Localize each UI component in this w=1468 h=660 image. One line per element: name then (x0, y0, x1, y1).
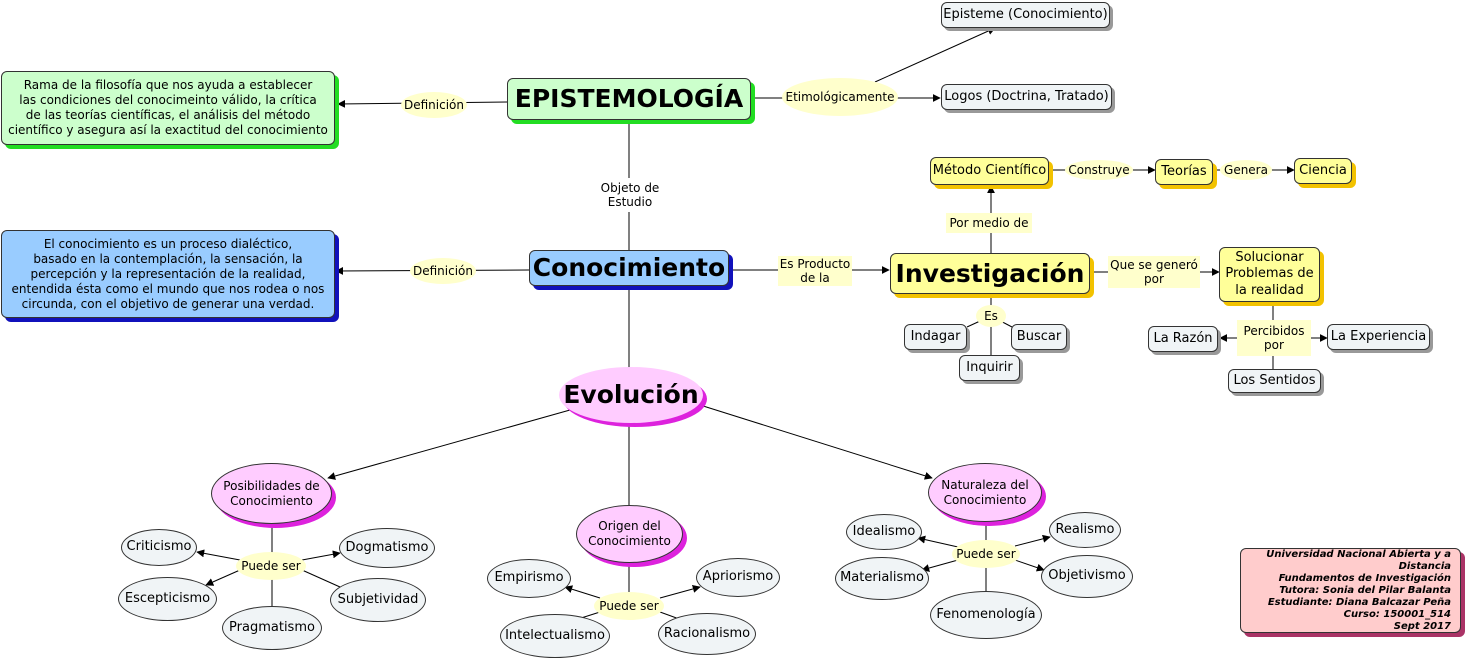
link-label-puede-ser: Puede ser (594, 592, 664, 620)
node-metodo-cientifico[interactable]: Método Científico (930, 157, 1049, 185)
link-label-etimologicamente: Etimológicamente (782, 78, 898, 116)
link-label-que-se-genero: Que se generó por (1108, 256, 1200, 288)
credits-box: Universidad Nacional Abierta y a Distanc… (1240, 548, 1461, 633)
node-logos[interactable]: Logos (Doctrina, Tratado) (941, 84, 1112, 110)
node-idealismo[interactable]: Idealismo (846, 514, 922, 550)
node-materialismo[interactable]: Materialismo (835, 557, 929, 600)
node-origen-conocimiento[interactable]: Origen del Conocimiento (576, 505, 683, 563)
node-objetivismo[interactable]: Objetivismo (1041, 555, 1133, 598)
node-pragmatismo[interactable]: Pragmatismo (222, 606, 322, 650)
node-indagar[interactable]: Indagar (904, 324, 967, 350)
node-fenomenologia[interactable]: Fenomenología (930, 591, 1042, 639)
node-conocimiento[interactable]: Conocimiento (529, 250, 729, 286)
node-apriorismo[interactable]: Apriorismo (696, 558, 780, 597)
node-racionalismo[interactable]: Racionalismo (658, 613, 756, 655)
node-la-razon[interactable]: La Razón (1148, 326, 1218, 352)
link-label-percibidos-por: Percibidos por (1237, 320, 1311, 356)
node-buscar[interactable]: Buscar (1011, 324, 1067, 350)
node-episteme[interactable]: Episteme (Conocimiento) (941, 2, 1110, 28)
link-label-definicion: Definición (401, 92, 467, 118)
node-definicion-epistemologia[interactable]: Rama de la filosofía que nos ayuda a est… (1, 71, 335, 145)
link-label-es-producto: Es Producto de la (778, 256, 852, 286)
node-investigacion[interactable]: Investigación (890, 253, 1090, 294)
link-label-definicion: Definición (410, 258, 476, 284)
link-label-genera: Genera (1220, 160, 1272, 180)
node-empirismo[interactable]: Empirismo (487, 559, 571, 598)
node-epistemologia[interactable]: EPISTEMOLOGÍA (507, 78, 751, 120)
node-escepticismo[interactable]: Escepticismo (118, 577, 217, 621)
node-evolucion[interactable]: Evolución (559, 367, 703, 423)
link-label-objeto-de-estudio: Objeto de Estudio (592, 178, 668, 212)
node-inquirir[interactable]: Inquirir (959, 355, 1020, 381)
node-subjetividad[interactable]: Subjetividad (330, 578, 426, 622)
node-la-experiencia[interactable]: La Experiencia (1327, 324, 1430, 350)
node-criticismo[interactable]: Criticismo (121, 529, 197, 566)
node-teorias[interactable]: Teorías (1155, 159, 1213, 185)
node-realismo[interactable]: Realismo (1049, 512, 1121, 548)
node-definicion-conocimiento[interactable]: El conocimiento es un proceso dialéctico… (1, 230, 335, 318)
link-label-es: Es (976, 305, 1006, 327)
link-label-puede-ser: Puede ser (236, 552, 306, 580)
link-label-puede-ser: Puede ser (952, 540, 1020, 568)
node-posibilidades-conocimiento[interactable]: Posibilidades de Conocimiento (211, 463, 332, 524)
node-los-sentidos[interactable]: Los Sentidos (1228, 369, 1321, 393)
node-ciencia[interactable]: Ciencia (1294, 158, 1352, 184)
link-label-construye: Construye (1065, 160, 1133, 180)
node-solucionar-problemas[interactable]: Solucionar Problemas de la realidad (1219, 247, 1320, 302)
link-label-por-medio-de: Por medio de (946, 213, 1032, 233)
node-naturaleza-conocimiento[interactable]: Naturaleza del Conocimiento (928, 463, 1042, 522)
node-dogmatismo[interactable]: Dogmatismo (339, 528, 435, 568)
node-intelectualismo[interactable]: Intelectualismo (500, 614, 610, 658)
